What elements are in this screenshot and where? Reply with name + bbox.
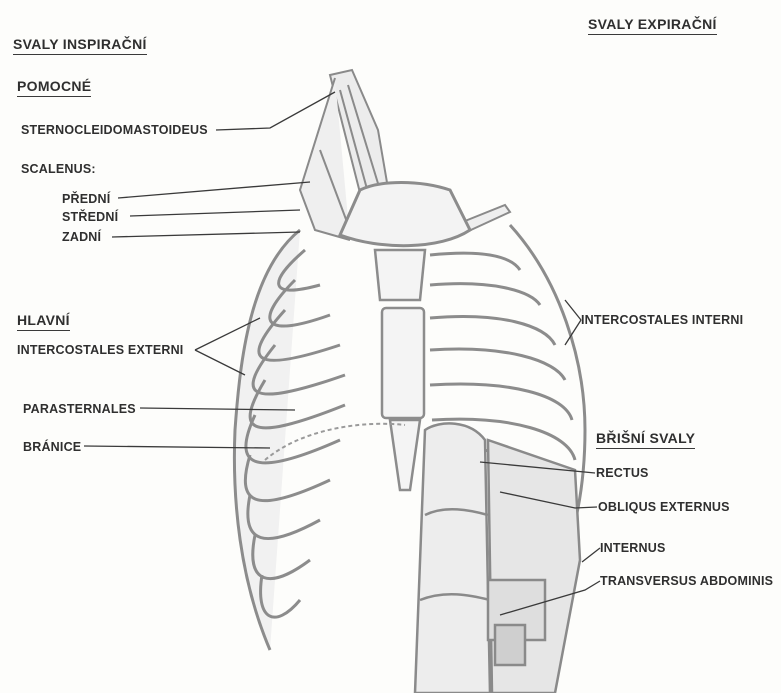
label-parasternales: PARASTERNALES	[23, 402, 136, 416]
section-abdominal: BŘIŠNÍ SVALY	[596, 430, 695, 449]
label-internus: INTERNUS	[600, 541, 666, 555]
label-intercostales-externi: INTERCOSTALES EXTERNI	[17, 343, 183, 357]
section-inspiratory: SVALY INSPIRAČNÍ	[13, 36, 147, 55]
label-stredni: STŘEDNÍ	[62, 210, 118, 224]
label-sternocleidomastoideus: STERNOCLEIDOMASTOIDEUS	[21, 123, 208, 137]
section-expiratory: SVALY EXPIRAČNÍ	[588, 16, 717, 35]
label-branice: BRÁNICE	[23, 440, 81, 454]
section-accessory: POMOCNÉ	[17, 78, 91, 97]
section-main: HLAVNÍ	[17, 312, 70, 331]
label-obliquus-externus: OBLIQUS EXTERNUS	[598, 500, 730, 514]
label-transversus-abdominis: TRANSVERSUS ABDOMINIS	[600, 574, 773, 588]
label-predni: PŘEDNÍ	[62, 192, 110, 206]
label-intercostales-interni: INTERCOSTALES INTERNI	[581, 313, 743, 327]
label-rectus: RECTUS	[596, 466, 649, 480]
sternum	[375, 250, 425, 490]
label-zadni: ZADNÍ	[62, 230, 101, 244]
label-scalenus: SCALENUS:	[21, 162, 96, 176]
